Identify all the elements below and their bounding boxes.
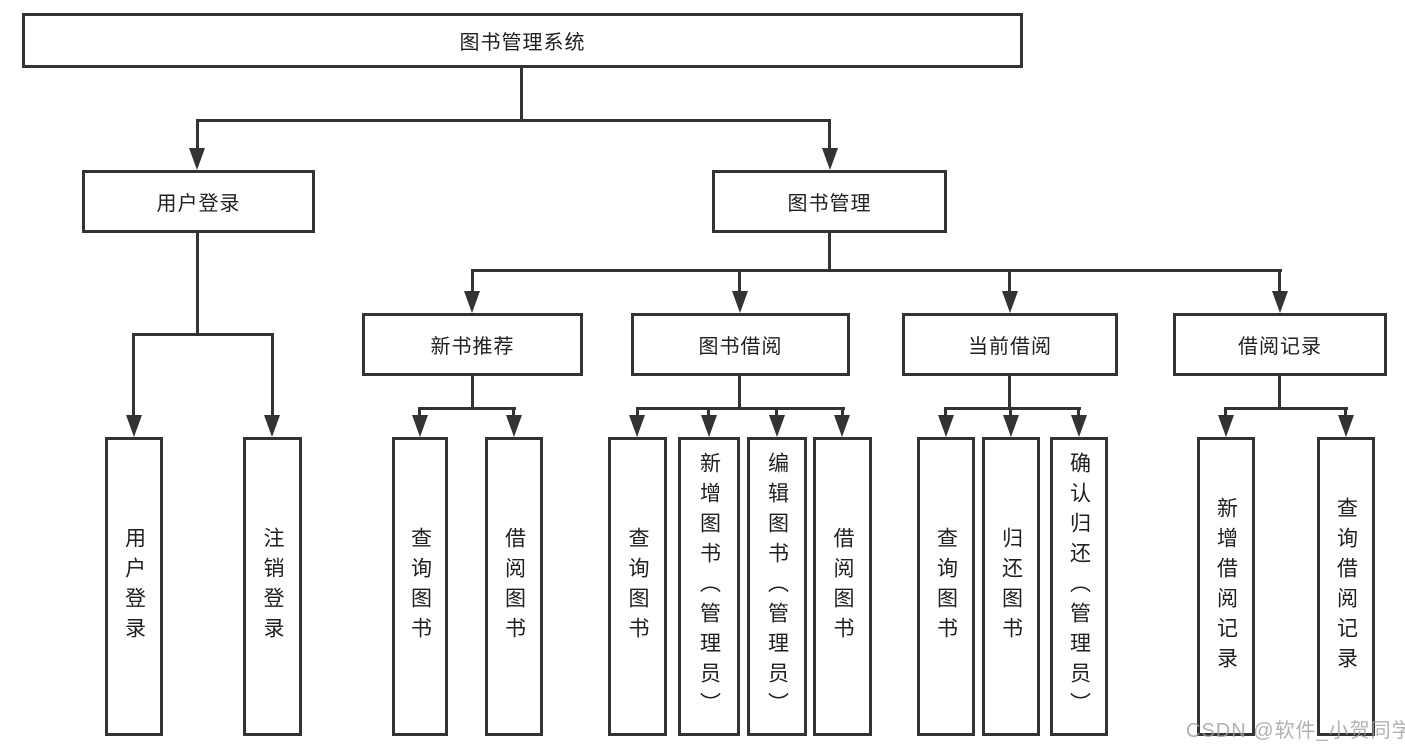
- arrow-head: [1272, 291, 1288, 313]
- node-book-management: 图书管理: [712, 170, 947, 233]
- connector-line: [471, 376, 474, 410]
- connector-line: [1077, 407, 1080, 419]
- connector-line: [707, 407, 710, 419]
- arrow-head: [834, 415, 850, 437]
- node-label: 归还图书: [999, 526, 1023, 647]
- node-label: 确认归还（管理员）: [1067, 451, 1091, 722]
- watermark: CSDN @软件_小贺同学: [1186, 720, 1405, 742]
- node-borrowing-records: 借阅记录: [1173, 313, 1387, 376]
- arrow-head: [1338, 415, 1354, 437]
- arrow-head: [1002, 291, 1018, 313]
- connector-line: [132, 333, 135, 417]
- arrow-head: [701, 415, 717, 437]
- connector-line: [271, 333, 274, 417]
- connector-line: [636, 407, 845, 410]
- connector-line: [196, 119, 199, 150]
- connector-line: [1224, 407, 1348, 410]
- connector-line: [1278, 269, 1281, 293]
- arrow-head: [264, 415, 280, 437]
- connector-line: [471, 269, 474, 293]
- connector-line: [418, 407, 421, 419]
- node-label: 查询借阅记录: [1334, 496, 1358, 677]
- node-leaf-return-book: 归还图书: [982, 437, 1040, 736]
- node-new-book-recommend: 新书推荐: [362, 313, 583, 376]
- connector-line: [944, 407, 947, 419]
- connector-line: [775, 407, 778, 419]
- arrow-head: [822, 148, 838, 170]
- arrow-head: [126, 415, 142, 437]
- connector-line: [841, 407, 844, 419]
- node-leaf-add-borrow-record: 新增借阅记录: [1197, 437, 1255, 736]
- connector-line: [418, 407, 516, 410]
- node-user-login: 用户登录: [82, 170, 315, 233]
- connector-line: [1344, 407, 1347, 419]
- connector-line: [1278, 376, 1281, 410]
- connector-line: [132, 333, 274, 336]
- connector-line: [520, 68, 523, 121]
- connector-line: [1008, 269, 1011, 293]
- node-label: 编辑图书（管理员）: [765, 451, 789, 722]
- node-leaf-user-login: 用户登录: [105, 437, 163, 736]
- node-label: 用户登录: [156, 193, 241, 215]
- connector-line: [1008, 376, 1011, 410]
- arrow-head: [769, 415, 785, 437]
- arrow-head: [189, 148, 205, 170]
- node-root-library-system: 图书管理系统: [22, 13, 1023, 68]
- connector-line: [1009, 407, 1012, 419]
- node-label: 新增借阅记录: [1214, 496, 1238, 677]
- connector-line: [944, 407, 1081, 410]
- arrow-head: [412, 415, 428, 437]
- arrow-head: [464, 291, 480, 313]
- connector-line: [471, 269, 1282, 272]
- node-label: 借阅记录: [1238, 336, 1322, 358]
- node-current-borrowing: 当前借阅: [902, 313, 1118, 376]
- node-leaf-logout: 注销登录: [243, 437, 302, 736]
- connector-line: [1224, 407, 1227, 419]
- node-leaf-borrow-books-1: 借阅图书: [485, 437, 543, 736]
- node-leaf-query-books-3: 查询图书: [917, 437, 975, 736]
- connector-line: [738, 376, 741, 410]
- arrow-head: [1071, 415, 1087, 437]
- node-leaf-confirm-return-admin: 确认归还（管理员）: [1050, 437, 1108, 736]
- node-leaf-add-book-admin: 新增图书（管理员）: [678, 437, 740, 736]
- arrow-head: [506, 415, 522, 437]
- node-label: 新书推荐: [430, 336, 515, 358]
- node-label: 图书借阅: [698, 336, 783, 358]
- connector-line: [828, 119, 831, 150]
- node-label: 查询图书: [626, 526, 649, 647]
- arrow-head: [732, 291, 748, 313]
- arrow-head: [629, 415, 645, 437]
- connector-line: [828, 233, 831, 272]
- connector-line: [196, 233, 199, 336]
- node-leaf-borrow-books-2: 借阅图书: [813, 437, 872, 736]
- connector-line: [196, 119, 831, 122]
- node-leaf-edit-book-admin: 编辑图书（管理员）: [747, 437, 807, 736]
- node-label: 图书管理系统: [459, 32, 586, 54]
- arrow-head: [938, 415, 954, 437]
- connector-line: [738, 269, 741, 293]
- node-label: 注销登录: [261, 526, 284, 647]
- node-leaf-query-books-1: 查询图书: [392, 437, 448, 736]
- connector-line: [636, 407, 639, 419]
- connector-line: [512, 407, 515, 419]
- node-leaf-query-books-2: 查询图书: [608, 437, 667, 736]
- node-label: 新增图书（管理员）: [697, 451, 721, 722]
- node-label: 查询图书: [408, 526, 432, 647]
- node-label: 查询图书: [934, 526, 958, 647]
- arrow-head: [1003, 415, 1019, 437]
- arrow-head: [1218, 415, 1234, 437]
- node-label: 借阅图书: [831, 526, 854, 647]
- node-label: 图书管理: [787, 193, 872, 215]
- node-book-borrowing: 图书借阅: [631, 313, 850, 376]
- node-label: 用户登录: [122, 526, 146, 647]
- node-leaf-query-borrow-record: 查询借阅记录: [1317, 437, 1375, 736]
- node-label: 借阅图书: [502, 526, 526, 647]
- node-label: 当前借阅: [968, 336, 1052, 358]
